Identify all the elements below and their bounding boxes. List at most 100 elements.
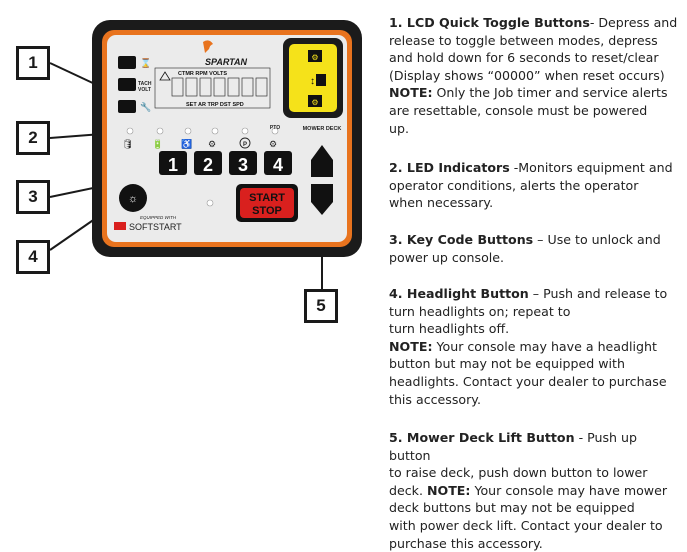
note-text: Your console may have mower bbox=[470, 482, 668, 498]
start-stop-button[interactable] bbox=[240, 188, 294, 218]
key-button-1[interactable] bbox=[159, 151, 187, 175]
note-text: headlights. Contact your dealer to purch… bbox=[389, 373, 667, 389]
key-button-4-label: 4 bbox=[273, 155, 283, 175]
equipped-with-label: EQUIPPED WITH bbox=[140, 215, 177, 220]
callout-3: 3 bbox=[16, 180, 50, 214]
description-text: operator conditions, alerts the operator bbox=[389, 177, 639, 193]
description-line: power up console. bbox=[389, 249, 679, 267]
callout-1: 1 bbox=[16, 46, 50, 80]
description-text: power up console. bbox=[389, 249, 505, 265]
description-heading-line: 2. LED Indicators -Monitors equipment an… bbox=[389, 159, 679, 177]
note-text: button but may not be equipped with bbox=[389, 356, 625, 372]
description-text: turn headlights on; repeat to bbox=[389, 303, 571, 319]
note-line: purchase this accessory. bbox=[389, 535, 679, 552]
description-4: 4. Headlight Button – Push and release t… bbox=[389, 285, 679, 408]
bottom-toggle-icon bbox=[308, 95, 322, 107]
led-indicators bbox=[126, 127, 279, 135]
description-heading: 3. Key Code Buttons bbox=[389, 232, 534, 247]
description-2: 2. LED Indicators -Monitors equipment an… bbox=[389, 159, 679, 212]
pto-label: PTO bbox=[270, 125, 280, 131]
seat-icon: ♿ bbox=[181, 138, 192, 149]
description-text: (Display shows “00000” when reset occurs… bbox=[389, 67, 665, 83]
description-text: to raise deck, push down button to lower bbox=[389, 465, 648, 481]
description-text: - Depress and bbox=[589, 15, 678, 30]
status-led bbox=[206, 199, 214, 207]
description-text: -Monitors equipment and bbox=[509, 160, 673, 175]
description-text: - Push up button bbox=[389, 430, 637, 463]
description-heading-line: 1. LCD Quick Toggle Buttons- Depress and bbox=[389, 14, 679, 32]
toggle-panel[interactable] bbox=[289, 44, 337, 112]
stop-label: STOP bbox=[252, 205, 282, 217]
note-text: are resettable, console must be powered bbox=[389, 102, 648, 118]
description-line: to raise deck, push down button to lower bbox=[389, 464, 679, 482]
lcd-toggle-button-3[interactable] bbox=[118, 100, 136, 113]
description-line: deck. NOTE: Your console may have mower bbox=[389, 482, 679, 500]
description-heading: 5. Mower Deck Lift Button bbox=[389, 430, 575, 445]
start-label: START bbox=[249, 192, 285, 204]
note-text: this accessory. bbox=[389, 391, 481, 407]
note-label: NOTE: bbox=[389, 338, 433, 354]
battery-icon: 🔋 bbox=[152, 138, 163, 149]
oil-can-icon: 🛢 bbox=[122, 139, 133, 149]
hourglass-icon: ⌛ bbox=[140, 57, 151, 68]
note-text: Only the Job timer and service alerts bbox=[432, 85, 668, 101]
key-button-3-label: 3 bbox=[238, 155, 248, 175]
description-text: – Use to unlock and bbox=[533, 232, 661, 247]
lcd-footer: SET AR TRP DST SPD bbox=[186, 102, 244, 108]
lcd-toggle-button-2[interactable] bbox=[118, 78, 136, 91]
key-code-buttons: 1 2 3 4 bbox=[159, 151, 292, 175]
mower-deck-label: MOWER DECK bbox=[303, 126, 342, 132]
description-1: 1. LCD Quick Toggle Buttons- Depress and… bbox=[389, 14, 679, 137]
note-line: deck buttons but may not be equipped bbox=[389, 499, 679, 517]
mower-deck-down-button[interactable] bbox=[311, 184, 333, 215]
lcd-display bbox=[154, 67, 271, 109]
note-text: deck buttons but may not be equipped bbox=[389, 500, 635, 516]
description-line: release to toggle between modes, depress bbox=[389, 32, 679, 50]
note-label: NOTE: bbox=[426, 482, 471, 498]
wrench-icon: 🔧 bbox=[140, 101, 151, 112]
key-button-1-label: 1 bbox=[168, 155, 178, 175]
top-toggle-icon bbox=[308, 50, 322, 62]
headlight-button[interactable] bbox=[119, 184, 147, 212]
description-line: operator conditions, alerts the operator bbox=[389, 177, 679, 195]
note-label: NOTE: bbox=[389, 85, 433, 101]
description-line: and hold down for 6 seconds to reset/cle… bbox=[389, 49, 679, 67]
engine-temp-icon: ⚙ bbox=[208, 139, 216, 149]
description-text: when necessary. bbox=[389, 195, 494, 211]
note-line: headlights. Contact your dealer to purch… bbox=[389, 373, 679, 391]
note-line: button but may not be equipped with bbox=[389, 355, 679, 373]
parking-brake-icon bbox=[239, 137, 251, 149]
description-5: 5. Mower Deck Lift Button - Push up butt… bbox=[389, 429, 679, 552]
up-down-arrow-icon: ↕ bbox=[310, 76, 315, 87]
callout-4: 4 bbox=[16, 240, 50, 274]
note-line: with power deck lift. Contact your deale… bbox=[389, 517, 679, 535]
note-line: up. bbox=[389, 120, 679, 138]
mower-deck-up-button[interactable] bbox=[311, 145, 333, 177]
description-text: release to toggle between modes, depress bbox=[389, 32, 658, 48]
lcd-toggle-button-1[interactable] bbox=[118, 56, 136, 69]
description-line: turn headlights on; repeat to bbox=[389, 303, 679, 321]
pto-icon: ⚙ bbox=[269, 139, 277, 149]
headlight-icon: ☼ bbox=[128, 193, 138, 205]
lcd-digits bbox=[171, 77, 268, 97]
gear-icon: ⚙ bbox=[311, 53, 318, 62]
description-heading: 1. LCD Quick Toggle Buttons bbox=[389, 15, 590, 30]
description-heading-line: 3. Key Code Buttons – Use to unlock and bbox=[389, 231, 679, 249]
description-heading-line: 5. Mower Deck Lift Button - Push up butt… bbox=[389, 429, 679, 464]
key-button-2[interactable] bbox=[194, 151, 222, 175]
callout-2: 2 bbox=[16, 121, 50, 155]
description-heading: 2. LED Indicators bbox=[389, 160, 510, 175]
note-text: with power deck lift. Contact your deale… bbox=[389, 517, 663, 533]
description-text: deck. bbox=[389, 482, 427, 498]
svg-text:P: P bbox=[243, 142, 247, 148]
description-line: turn headlights off. bbox=[389, 320, 679, 338]
deck-icon bbox=[316, 74, 326, 86]
description-text: – Push and release to bbox=[528, 286, 668, 301]
key-button-3[interactable] bbox=[229, 151, 257, 175]
brand-logo: SPARTAN bbox=[205, 57, 248, 67]
spartan-helmet-icon bbox=[203, 40, 213, 53]
key-button-4[interactable] bbox=[264, 151, 292, 175]
lcd-header: CTMR RPM VOLTS bbox=[178, 71, 227, 77]
